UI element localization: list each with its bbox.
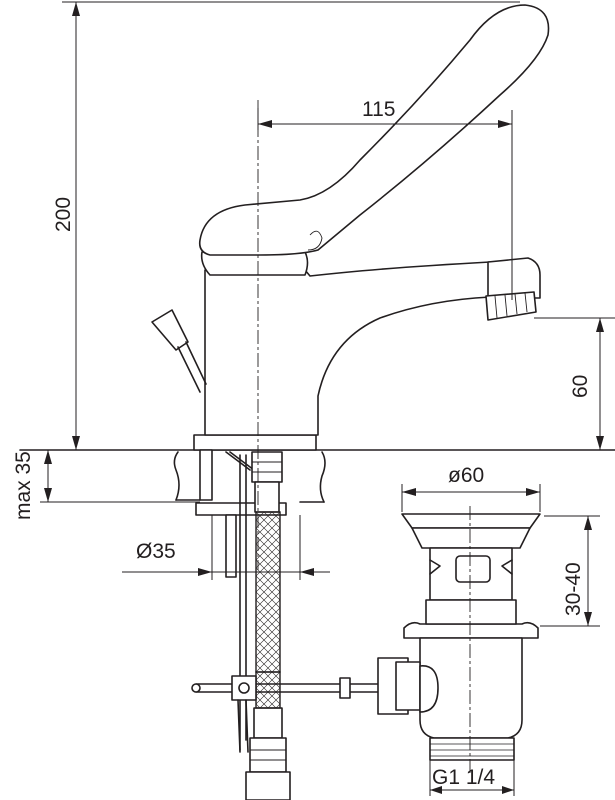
dim-label-hole35: Ø35 [136, 540, 176, 563]
dim-waste-60: ø60 [401, 464, 541, 512]
waste-tail [429, 737, 515, 761]
dim-label-max35: max 35 [12, 451, 35, 520]
aerator [485, 291, 537, 321]
body-collar [200, 251, 309, 276]
dim-reach-115: 115 [257, 98, 513, 300]
dim-waste-30-40: 30-40 [540, 515, 600, 627]
dim-label-waste60: ø60 [448, 464, 484, 487]
popup-knob [151, 309, 189, 351]
dim-label-thread: G1 1/4 [432, 766, 495, 789]
pop-up-waste [377, 513, 541, 761]
dim-label-115: 115 [362, 98, 395, 121]
under-deck-assembly [191, 449, 381, 800]
faucet [151, 4, 550, 451]
dim-thread: G1 1/4 [429, 760, 515, 796]
dim-label-60: 60 [569, 375, 592, 398]
spout-tip [487, 257, 541, 299]
dim-label-200: 200 [52, 197, 75, 232]
dim-height-200: 200 [52, 1, 520, 450]
countertop [19, 449, 615, 503]
dim-max-35: max 35 [12, 450, 200, 520]
dim-hole-35: Ø35 [122, 515, 330, 580]
dim-height-60: 60 [534, 317, 615, 450]
waste-plug [401, 513, 541, 529]
lever-handle [198, 4, 550, 256]
dim-label-30-40: 30-40 [562, 562, 585, 616]
faucet-body [204, 261, 491, 436]
faucet-base [193, 434, 317, 451]
